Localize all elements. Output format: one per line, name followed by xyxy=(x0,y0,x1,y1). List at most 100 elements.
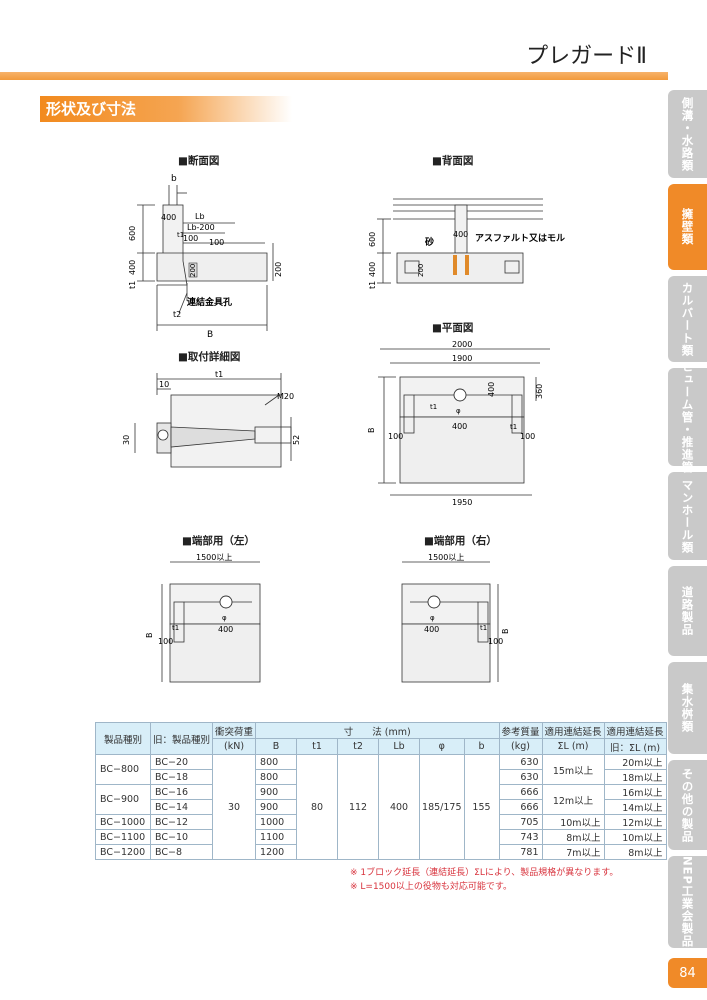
cell-oldlen: 8m以上 xyxy=(603,844,667,860)
col-old-type: 旧：製品種別 xyxy=(149,722,214,755)
dim-1950: 1950 xyxy=(452,498,472,507)
back-outline xyxy=(377,198,543,284)
dim-30: 30 xyxy=(122,435,131,445)
back-diagram: 400 砂 アスファルト又はモルタル 600 400 t1 200 xyxy=(368,198,565,289)
dim-100b: 100 xyxy=(209,238,224,247)
dim-100: 100 xyxy=(158,637,173,646)
cell-mass: 705 xyxy=(498,814,543,830)
end-left-title: ■端部用（左） xyxy=(182,535,255,547)
end-left-diagram: 1500以上 t1 φ 400 B 100 xyxy=(145,553,261,683)
table-row: BC−1200 BC−8 1200 781 7m以上 8m以上 xyxy=(95,844,667,860)
cell-B: 800 xyxy=(255,769,298,785)
cell-t2: 112 xyxy=(337,754,380,860)
dim-2000: 2000 xyxy=(452,340,472,349)
dim-400v: 400 xyxy=(487,382,496,397)
col-load: 衝突荷重 xyxy=(212,722,257,739)
dim-phi: φ xyxy=(430,614,435,622)
dim-t1b: t1 xyxy=(177,231,184,239)
tab-label: 集水桝類 xyxy=(680,683,695,733)
cell-old: BC−16 xyxy=(149,784,214,800)
cell-type: BC−1100 xyxy=(95,829,151,845)
cell-oldlen: 16m以上 xyxy=(603,784,667,800)
cell-B: 800 xyxy=(255,754,298,770)
label-sand: 砂 xyxy=(425,236,434,248)
dim-b: b xyxy=(171,174,177,184)
col-t2: t2 xyxy=(337,738,380,755)
section-header: 形状及び寸法 xyxy=(40,96,292,122)
cell-mass: 630 xyxy=(498,754,543,770)
table-header-row: 製品種別 旧：製品種別 衝突荷重 寸 法 (mm) 参考質量 適用連結延長 適用… xyxy=(95,722,667,755)
dim-B: B xyxy=(501,629,510,635)
spec-table: 製品種別 旧：製品種別 衝突荷重 寸 法 (mm) 参考質量 適用連結延長 適用… xyxy=(95,722,667,860)
detail-diagram: t1 10 M20 30 52 xyxy=(122,370,301,468)
table-row: BC−18 800 630 18m以上 xyxy=(96,769,667,785)
end-left-hole xyxy=(219,595,233,609)
cell-mass: 666 xyxy=(498,784,543,800)
cell-type: BC−1200 xyxy=(95,844,151,860)
cell-mass: 630 xyxy=(498,769,543,785)
page-number: 84 xyxy=(668,958,707,988)
tab-culvert[interactable]: カルバート類 xyxy=(668,276,707,362)
tab-nep-products[interactable]: NEP工業会製品 xyxy=(668,856,707,948)
col-mass: 参考質量 xyxy=(498,722,543,739)
table-row: BC−800 BC−20 30 800 80 112 400 185/175 1… xyxy=(95,754,667,860)
tab-road-products[interactable]: 道路製品 xyxy=(668,566,707,656)
table-row: BC−900 BC−16 900 666 12m以上 16m以上 xyxy=(95,784,667,815)
dim-phi: φ xyxy=(222,614,227,622)
dim-t1-left: t1 xyxy=(430,403,437,411)
plan-diagram: 2000 1900 400 360 t1 φ 400 t1 B 100 100 … xyxy=(367,340,550,507)
tab-label: NEP工業会製品 xyxy=(680,856,695,948)
cell-old: BC−14 xyxy=(149,799,214,815)
dim-400-top: 400 xyxy=(453,230,468,239)
dim-t1: t1 xyxy=(172,624,179,632)
col-oldlen-unit: 旧：ΣL (m) xyxy=(603,738,667,755)
cell-len: 12m以上 xyxy=(541,784,605,815)
cell-t1: 80 xyxy=(296,754,339,860)
tab-manhole[interactable]: マンホール類 xyxy=(668,472,707,560)
cell-B: 1100 xyxy=(255,829,298,845)
dim-t1: t1 xyxy=(480,624,487,632)
dim-400: 400 xyxy=(368,262,377,277)
tab-label: 道路製品 xyxy=(680,586,695,636)
dim-400: 400 xyxy=(424,625,439,634)
cell-oldlen: 20m以上 xyxy=(603,754,667,770)
dim-400: 400 xyxy=(161,213,176,222)
table-row: BC−14 900 666 14m以上 xyxy=(96,799,667,815)
dim-52: 52 xyxy=(292,435,301,445)
end-right-outline xyxy=(401,561,499,683)
tab-other-products[interactable]: その他の製品 xyxy=(668,760,707,850)
dim-1500: 1500以上 xyxy=(196,553,232,562)
end-right-hole xyxy=(427,595,441,609)
table-subheader-row: (kN) B t1 t2 Lb φ b (kg) ΣL (m) 旧：ΣL (m) xyxy=(96,738,667,755)
tab-retaining-wall[interactable]: 擁壁類 xyxy=(668,184,707,270)
page-title: プレガードⅡ xyxy=(526,44,647,69)
dim-360: 360 xyxy=(535,384,544,399)
cell-oldlen: 14m以上 xyxy=(603,799,667,815)
dim-400: 400 xyxy=(452,422,467,431)
cell-old: BC−18 xyxy=(149,769,214,785)
col-len-unit: ΣL (m) xyxy=(541,738,605,755)
section-diagram: b 400 Lb Lb-200 100 100 600 400 t1 t1 20… xyxy=(128,174,283,340)
dim-t2: t2 xyxy=(173,310,181,319)
dim-400v: 400 xyxy=(128,260,137,275)
cell-b: 155 xyxy=(463,754,500,860)
tab-gutter[interactable]: 側溝・水路類 xyxy=(668,90,707,178)
col-oldlen: 適用連結延長 xyxy=(603,722,667,739)
tab-hume-pipe[interactable]: ヒューム管・推進管 xyxy=(668,361,707,473)
label-hole: 連結金具孔 xyxy=(187,296,232,308)
tab-catch-basin[interactable]: 集水桝類 xyxy=(668,662,707,754)
plan-diagram-title: ■平面図 xyxy=(432,322,474,334)
cell-old: BC−20 xyxy=(149,754,214,770)
note-1: ※ 1ブロック延長（連結延長）ΣLにより、製品規格が異なります。 xyxy=(350,868,619,878)
cell-len: 7m以上 xyxy=(541,844,605,860)
cell-load: 30 xyxy=(212,754,257,860)
cell-phi: 185/175 xyxy=(419,754,465,860)
col-phi: φ xyxy=(419,738,465,755)
col-load-unit: (kN) xyxy=(212,738,257,755)
cell-type: BC−800 xyxy=(95,754,151,785)
cell-Lb: 400 xyxy=(378,754,421,860)
dim-400: 400 xyxy=(218,625,233,634)
bolt-head xyxy=(157,429,169,441)
cell-oldlen: 10m以上 xyxy=(603,829,667,845)
title-rule xyxy=(0,72,668,80)
